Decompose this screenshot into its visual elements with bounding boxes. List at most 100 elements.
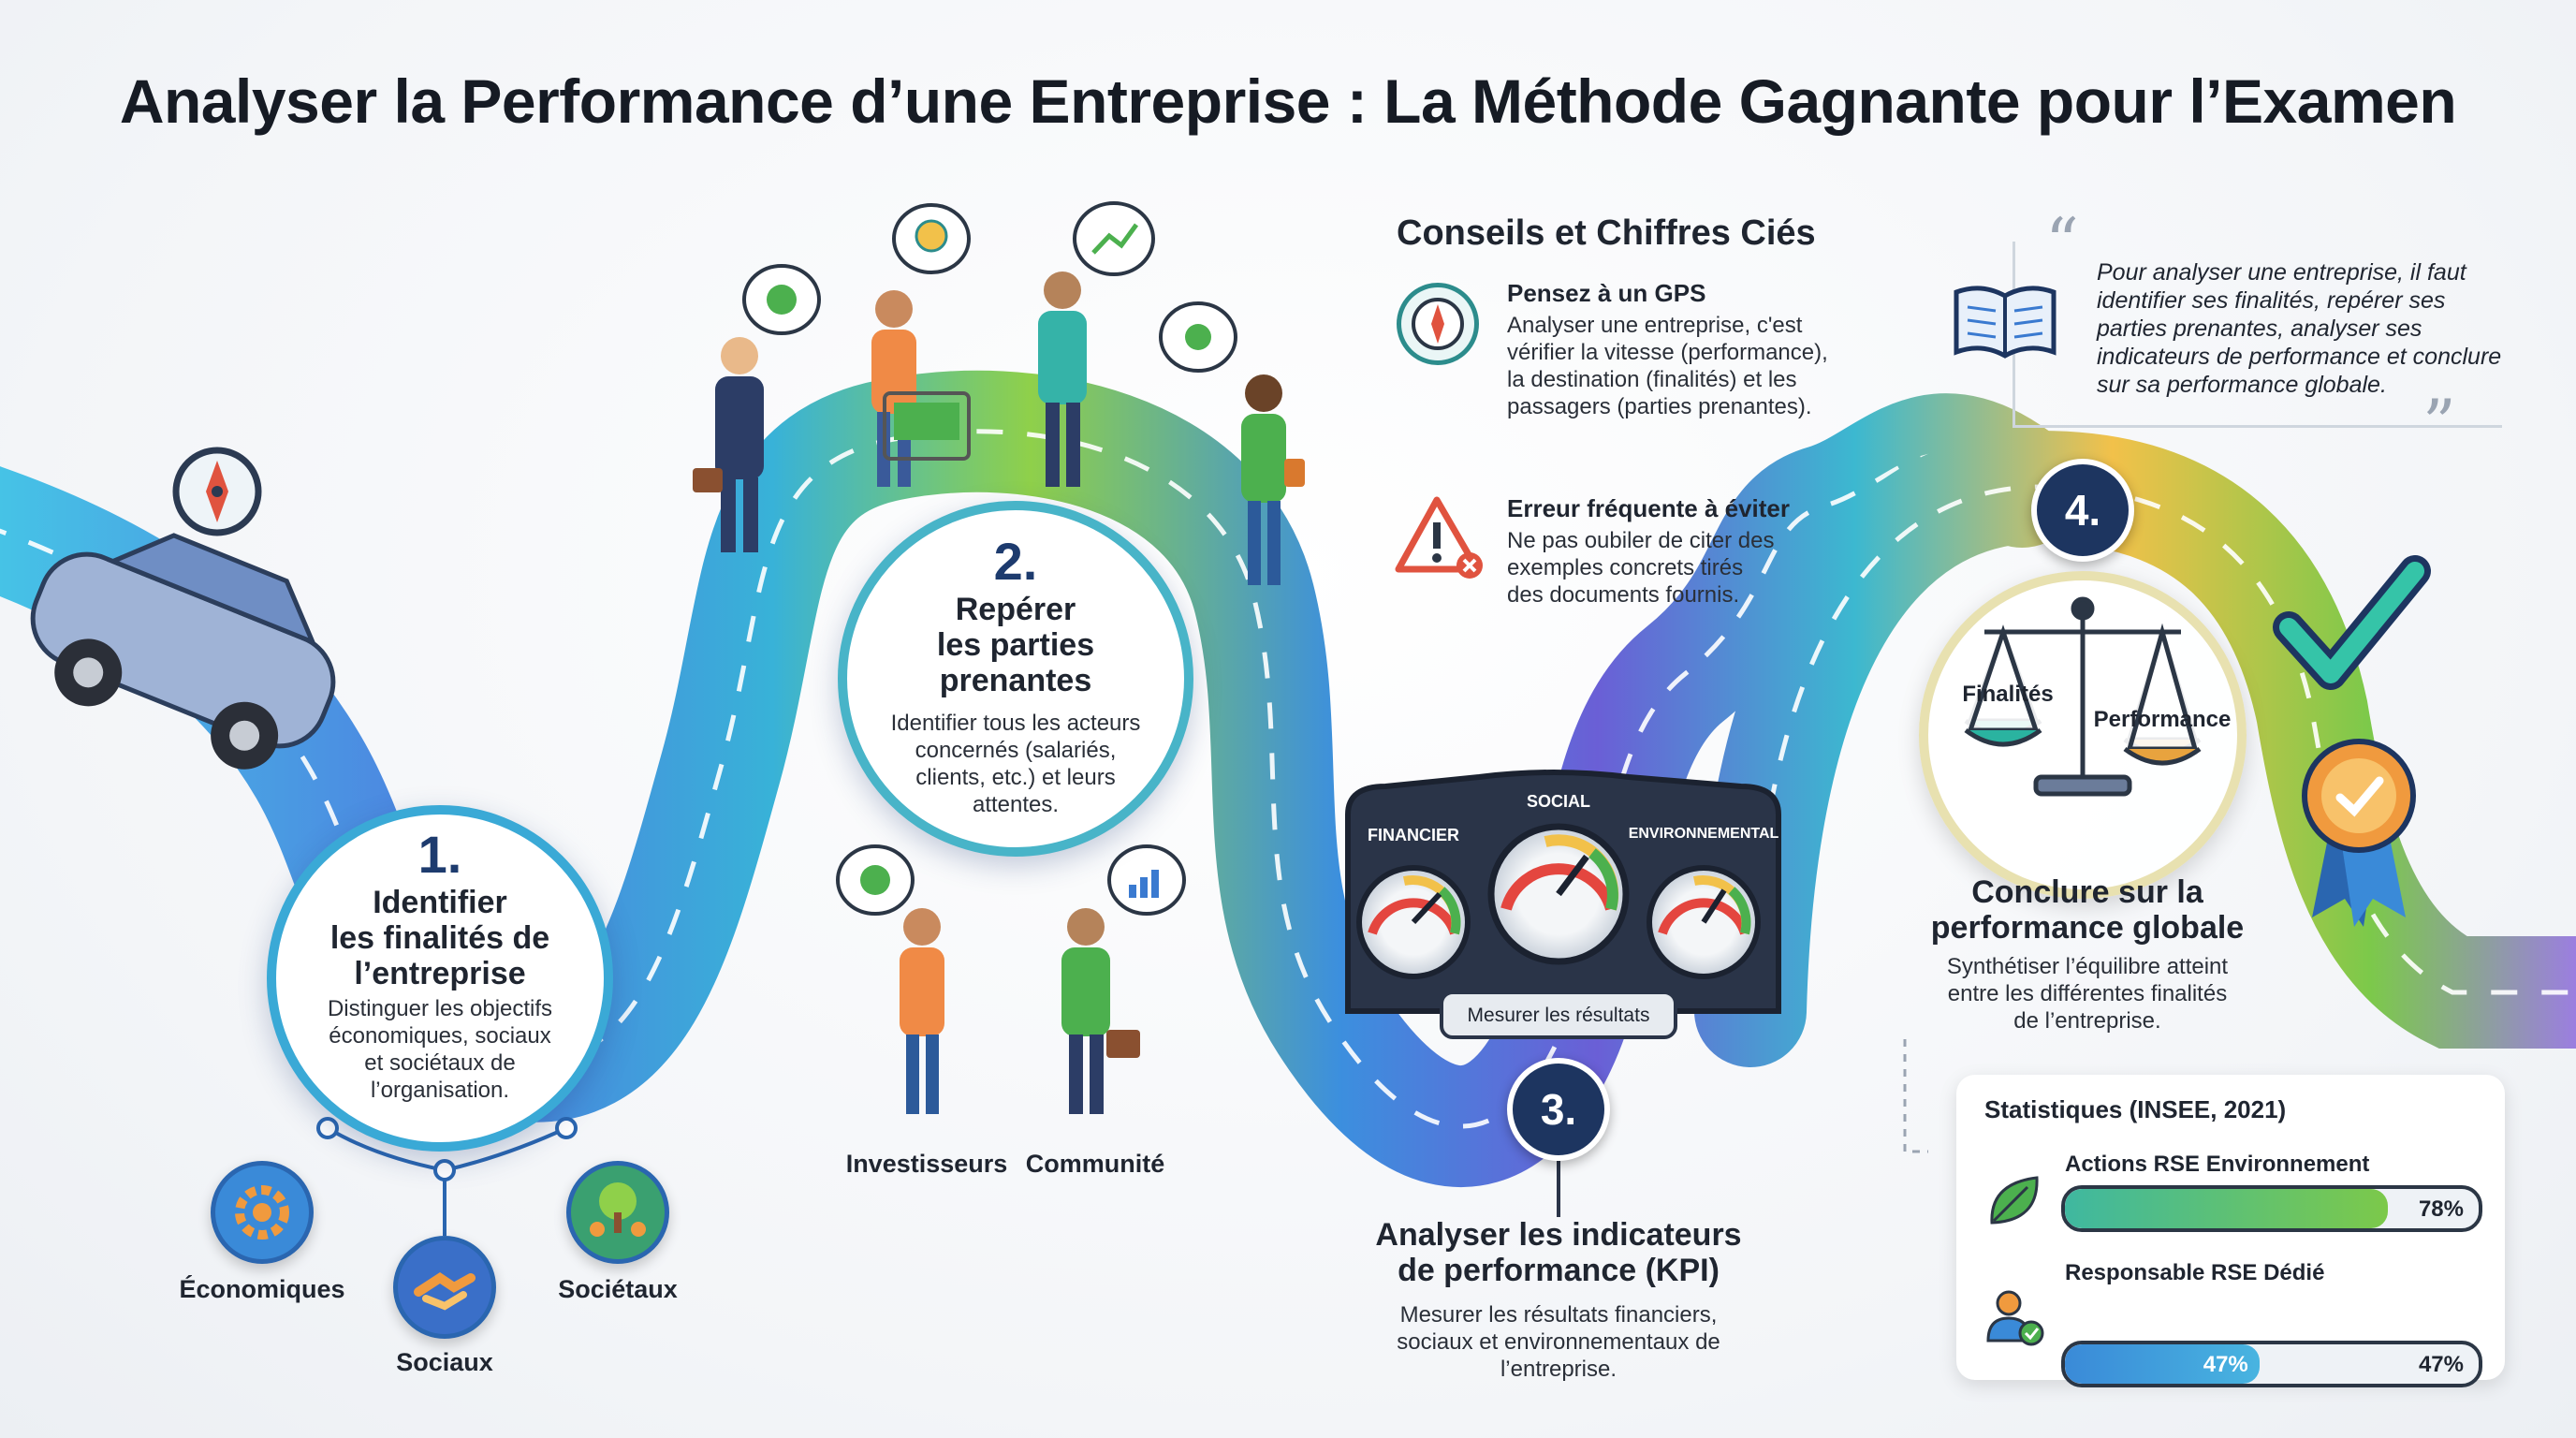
- stat-rse-bar-fill: [2065, 1344, 2260, 1384]
- step2-title-line1: Repérer: [955, 592, 1076, 627]
- medal-icon: [2302, 739, 2416, 927]
- step4-title-line1: Conclure sur la: [1971, 874, 2203, 910]
- step1-number: 1.: [417, 825, 462, 884]
- award-bubble-icon: [892, 203, 971, 274]
- gauge-financier: [1356, 865, 1471, 979]
- quote-line1: Pour analyser une entreprise, il faut: [2097, 259, 2466, 286]
- quote-close-icon: ”: [2422, 386, 2456, 462]
- checkmark-icon: [2273, 555, 2431, 690]
- tip-error: Erreur fréquente à éviter Ne pas oubiler…: [1507, 494, 1900, 609]
- scale-left-label: Finalités: [1962, 682, 2054, 707]
- stat-env-value: 78%: [2418, 1196, 2464, 1222]
- stat-rse-inner-value: 47%: [2203, 1352, 2248, 1377]
- step3-desc-line1: Mesurer les résultats financiers,: [1399, 1302, 1718, 1328]
- step1-title-line3: l’entreprise: [354, 956, 526, 991]
- tip-error-line1: Ne pas oubiler de citer des: [1507, 528, 1775, 553]
- step4-desc-line3: de l’entreprise.: [2013, 1008, 2161, 1034]
- finalite-societaux-label: Sociétaux: [558, 1275, 678, 1303]
- step2-desc-line3: clients, etc.) et leurs: [915, 765, 1116, 790]
- step3-title-line2: de performance (KPI): [1398, 1253, 1720, 1288]
- tip-error-title: Erreur fréquente à éviter: [1507, 494, 1791, 522]
- road-center-line: [0, 429, 2024, 1129]
- step1-desc-line3: et sociétaux de: [364, 1050, 516, 1076]
- stakeholders-illustration: [693, 201, 1305, 1114]
- quote-open-icon: “: [2045, 204, 2079, 281]
- step2-desc-line1: Identifier tous les acteurs: [890, 711, 1141, 736]
- step4-scale-icon: [1964, 596, 2202, 797]
- tree-people-icon: [566, 1161, 669, 1264]
- step4-number-badge: 4.: [2031, 459, 2134, 562]
- stats-title: Statistiques (INSEE, 2021): [1984, 1095, 2287, 1123]
- quote-line3: parties prenantes, analyser ses: [2097, 315, 2422, 342]
- step2-number: 2.: [993, 532, 1038, 591]
- step2-title-line3: prenantes: [939, 663, 1092, 698]
- quote-line5: sur sa performance globale.: [2097, 372, 2387, 398]
- compass-icon: [172, 447, 262, 536]
- stat-rse-bar: 47% 47%: [2061, 1341, 2482, 1387]
- step2-card: 2. Repérer les parties prenantes Identif…: [838, 501, 1193, 857]
- quote-line4: indicateurs de performance et conclure: [2097, 344, 2502, 370]
- stat-rse-label: Responsable RSE Dédié: [2065, 1260, 2325, 1285]
- step1-title-line1: Identifier: [373, 885, 507, 920]
- money-bubble-icon: [742, 264, 821, 335]
- plant-bubble-icon: [1159, 301, 1237, 373]
- stats-card: Statistiques (INSEE, 2021) Actions RSE E…: [1956, 1075, 2505, 1387]
- tip-gps-line2: vérifier la vitesse (performance),: [1507, 340, 1828, 365]
- step3-title-line1: Analyser les indicateurs: [1375, 1217, 1742, 1253]
- compass-tip-icon: [1397, 283, 1479, 365]
- step2-desc-line2: concernés (salariés,: [915, 738, 1117, 763]
- handshake-icon: [393, 1236, 496, 1339]
- step1-card: 1. Identifier les finalités de l’entrepr…: [267, 805, 613, 1152]
- gauge-label-financier: FINANCIER: [1368, 826, 1459, 844]
- finalite-sociaux-label: Sociaux: [396, 1348, 493, 1376]
- stats-connector: [1903, 1039, 1928, 1153]
- tip-gps-title: Pensez à un GPS: [1507, 279, 1706, 307]
- stakeholder-communite-label: Communité: [1025, 1150, 1165, 1178]
- step4-desc-line2: entre les différentes finalités: [1947, 981, 2228, 1006]
- step1-desc-line4: l’organisation.: [370, 1078, 510, 1103]
- tip-error-line2: exemples concrets tirés: [1507, 555, 1744, 580]
- kpi-dashboard: [1345, 770, 1781, 1217]
- stat-env-label: Actions RSE Environnement: [2065, 1152, 2370, 1177]
- gauge-label-social: SOCIAL: [1526, 792, 1590, 811]
- step1-desc-line1: Distinguer les objectifs: [327, 996, 553, 1021]
- quote-line2: identifier ses finalités, repérer ses: [2097, 287, 2446, 314]
- step4-title-line2: performance globale: [1930, 910, 2245, 946]
- book-icon: [1949, 273, 2061, 367]
- growth-bubble-icon: [1073, 201, 1155, 276]
- finalites-connector: [316, 1117, 578, 1236]
- step3-number-badge: 3.: [1507, 1058, 1610, 1161]
- tip-gps-line4: passagers (parties prenantes).: [1507, 394, 1812, 419]
- tip-gps-line3: la destination (finalités) et les: [1507, 367, 1797, 392]
- warning-icon: [1395, 494, 1488, 580]
- stakeholder-investisseurs-label: Investisseurs: [845, 1150, 1008, 1178]
- quote-text: Pour analyser une entreprise, il faut id…: [2097, 258, 2509, 399]
- step3-text: Analyser les indicateurs de performance …: [1339, 1217, 1778, 1383]
- leaf-icon: [1981, 1168, 2046, 1234]
- step4-text: Conclure sur la performance globale Synt…: [1900, 874, 2275, 1034]
- step3-desc-line3: l’entreprise.: [1500, 1357, 1617, 1382]
- tips-heading: Conseils et Chiffres Ciés: [1397, 213, 1816, 253]
- scale-right-label: Performance: [2093, 707, 2232, 732]
- person-check-icon: [1981, 1283, 2046, 1348]
- step1-title-line2: les finalités de: [329, 920, 550, 956]
- chart-bubble-icon: [1107, 844, 1186, 916]
- money-bubble-icon: [836, 844, 915, 916]
- gauge-social: [1487, 823, 1630, 965]
- page-title: Analyser la Performance d’une Entreprise…: [119, 66, 2457, 136]
- stat-rse-value: 47%: [2418, 1352, 2464, 1377]
- gauge-environnemental: [1647, 865, 1761, 979]
- step4-desc-line1: Synthétiser l’équilibre atteint: [1946, 954, 2229, 979]
- road-final-line: [1748, 484, 2576, 1012]
- step3-desc-line2: sociaux et environnementaux de: [1397, 1329, 1720, 1355]
- gauge-label-environnemental: ENVIRONNEMENTAL: [1628, 826, 1779, 842]
- step1-desc-line2: économiques, sociaux: [329, 1023, 551, 1049]
- step2-desc-line4: attentes.: [972, 792, 1060, 817]
- tip-gps: Pensez à un GPS Analyser une entreprise,…: [1507, 279, 1900, 420]
- tip-gps-line1: Analyser une entreprise, c'est: [1507, 313, 1803, 338]
- finalite-economiques-label: Économiques: [179, 1275, 345, 1303]
- tip-error-line3: des documents fournis.: [1507, 582, 1740, 608]
- car-illustration: [30, 533, 336, 770]
- gear-icon: [211, 1161, 314, 1264]
- dashboard-caption: Mesurer les résultats: [1467, 1005, 1650, 1026]
